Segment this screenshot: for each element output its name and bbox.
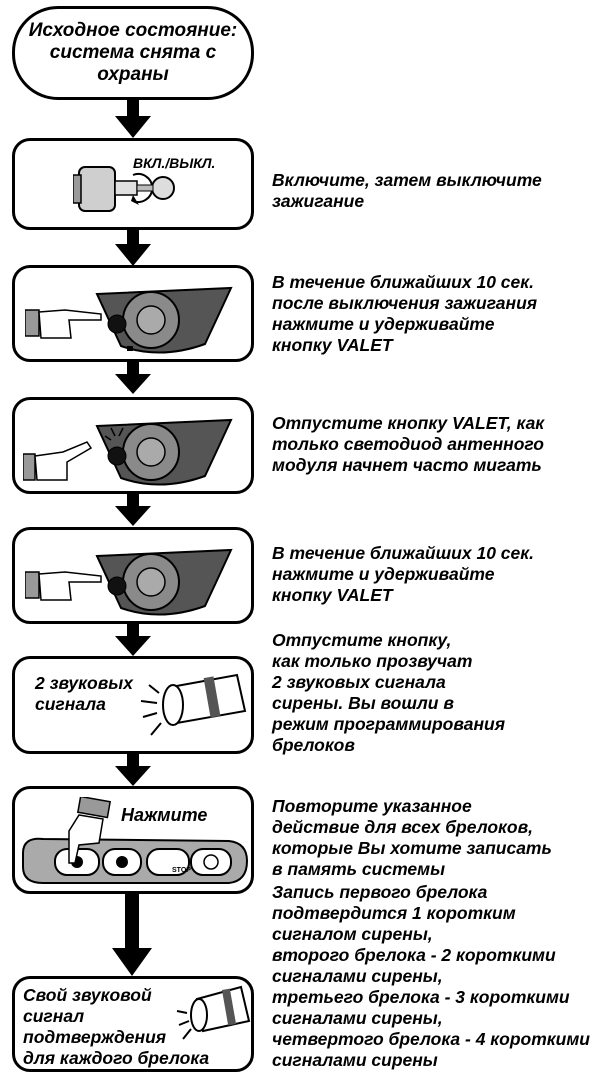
antenna-module-icon — [95, 286, 233, 354]
siren-icon — [140, 673, 247, 736]
pointing-hand-icon — [25, 571, 102, 601]
start-node: Исходное состояние: система снята с охра… — [12, 6, 254, 100]
flow-arrow-6 — [115, 752, 151, 786]
pointing-hand-icon — [23, 441, 93, 481]
antenna-module-icon — [95, 418, 233, 486]
keyfob-icon — [22, 837, 249, 884]
step-press-valet-box — [12, 265, 254, 362]
flow-arrow-1 — [115, 100, 151, 138]
flow-arrow-7 — [112, 892, 152, 976]
step-confirmation-box: Свой звуковой сигнал подтверждения для к… — [12, 976, 254, 1072]
pointing-hand-icon — [25, 309, 102, 339]
flow-arrow-3 — [115, 360, 151, 394]
siren-icon — [176, 985, 251, 1040]
step-5-description: Отпустите кнопку, как только прозвучат 2… — [272, 630, 506, 755]
antenna-module-icon — [95, 548, 233, 616]
step-1-description: Включите, затем выключите зажигание — [272, 170, 542, 211]
step-3-description: Отпустите кнопку VALET, как только свето… — [272, 413, 545, 475]
press-label: Нажмите — [121, 805, 208, 825]
step-siren-box: 2 звуковых сигнала — [12, 656, 254, 754]
step-press-valet-again-box — [12, 527, 254, 624]
flow-arrow-4 — [115, 492, 151, 526]
ignition-label: ВКЛ./ВЫКЛ. — [133, 155, 216, 171]
two-signals-label: 2 звуковых сигнала — [35, 673, 133, 714]
ignition-lock-icon — [73, 166, 175, 212]
fob-stop-button-label: STOP — [172, 867, 191, 874]
flow-arrow-5 — [115, 622, 151, 656]
step-2-description: В течение ближайших 10 сек. после выключ… — [272, 272, 538, 355]
flow-arrow-2 — [115, 228, 151, 266]
pointing-hand-icon — [68, 797, 112, 864]
step-keyfob-box: Нажмите STOP — [12, 786, 254, 894]
step-7-description: Запись первого брелока подтвердится 1 ко… — [272, 882, 590, 1070]
confirmation-label: Свой звуковой сигнал подтверждения для к… — [23, 985, 210, 1068]
step-4-description: В течение ближайших 10 сек. нажмите и уд… — [272, 543, 534, 605]
step-6-description: Повторите указанное действие для всех бр… — [272, 796, 552, 879]
step-ignition-box: ВКЛ./ВЫКЛ. — [12, 138, 254, 230]
step-release-valet-box — [12, 397, 254, 494]
